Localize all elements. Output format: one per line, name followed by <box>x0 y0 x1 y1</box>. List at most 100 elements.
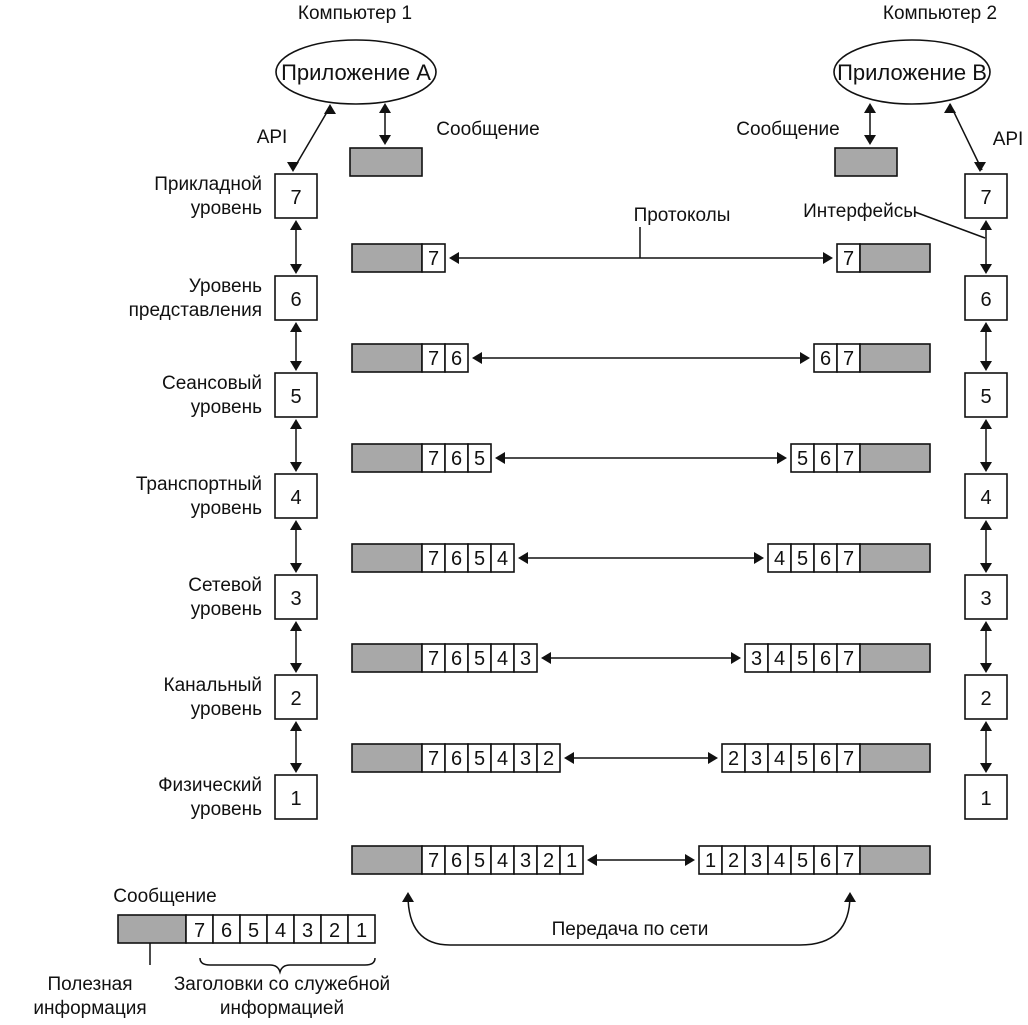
legend-header-cell <box>320 914 349 944</box>
layer-num-left-1: 1 <box>290 788 301 810</box>
interface-arrow-right-7-head <box>980 220 992 230</box>
row-5-left-header-num: 4 <box>497 648 508 670</box>
layer-name-7: Прикладной <box>154 174 262 195</box>
row-4-right-header-num: 7 <box>843 548 854 570</box>
row-6-left-payload <box>351 743 423 773</box>
row-7-right-header-num: 7 <box>843 850 854 872</box>
message-payload-right <box>834 147 898 177</box>
interfaces-pointer <box>914 211 986 239</box>
layer-name-4: Транспортный <box>136 474 262 495</box>
legend-header-num: 1 <box>356 920 367 942</box>
row-6-right-header-num: 2 <box>728 748 739 770</box>
protocol-arrow-4-head <box>754 552 764 564</box>
layer-box-left-7 <box>274 173 318 219</box>
row-6-left-header-num: 6 <box>451 748 462 770</box>
layer-box-left-6 <box>274 275 318 321</box>
interface-arrow-right-6-head <box>980 322 992 332</box>
computer1-title: Компьютер 1 <box>298 3 412 24</box>
row-7-left-header-num: 4 <box>497 850 508 872</box>
row-3-left-header-cell <box>467 443 492 473</box>
row-3-right-header-num: 5 <box>797 448 808 470</box>
row-6-left-header-num: 7 <box>428 748 439 770</box>
layer-num-left-2: 2 <box>290 688 301 710</box>
interface-arrow-right-4-head <box>980 520 992 530</box>
row-2-right-header-num: 6 <box>820 348 831 370</box>
layer-box-left-4 <box>274 473 318 519</box>
legend-header-num: 2 <box>329 920 340 942</box>
row-4-right-header-num: 6 <box>820 548 831 570</box>
network-transfer-head-left <box>402 892 414 902</box>
protocol-arrow-6-head <box>564 752 574 764</box>
layer-name-7-line2: уровень <box>191 198 262 219</box>
row-6-left-header-num: 3 <box>520 748 531 770</box>
row-5-left-header-num: 7 <box>428 648 439 670</box>
row-3-left-header-num: 5 <box>474 448 485 470</box>
interface-arrow-right-5-head <box>980 462 992 472</box>
layer-num-right-4: 4 <box>980 487 991 509</box>
legend-headers-brace <box>199 957 376 975</box>
row-3-right-payload <box>859 443 931 473</box>
protocol-arrow-1-head <box>823 252 833 264</box>
row-7-left-header-num: 7 <box>428 850 439 872</box>
arrow-appB-message-head <box>864 103 876 113</box>
protocols-label: Протоколы <box>634 205 731 226</box>
row-4-right-payload <box>859 543 931 573</box>
layer-num-left-6: 6 <box>290 289 301 311</box>
layer-num-right-6: 6 <box>980 289 991 311</box>
layer-name-2: Канальный <box>164 675 262 696</box>
layer-name-4-line2: уровень <box>191 498 262 519</box>
row-6-left-header-cell <box>536 743 561 773</box>
arrow-api-left <box>292 106 331 171</box>
legend-header-cell <box>347 914 376 944</box>
layer-box-right-2 <box>964 674 1008 720</box>
interface-arrow-left-6-head <box>290 361 302 371</box>
api-right-label: API <box>993 129 1024 150</box>
layer-box-right-5 <box>964 372 1008 418</box>
api-left-label: API <box>257 127 288 148</box>
legend-header-num: 5 <box>248 920 259 942</box>
protocol-arrow-6-head <box>708 752 718 764</box>
interface-arrow-right-5-head <box>980 419 992 429</box>
arrow-api-left-head2 <box>324 104 336 114</box>
layer-box-left-3 <box>274 574 318 620</box>
row-6-right-header-num: 6 <box>820 748 831 770</box>
protocol-arrow-3-head <box>777 452 787 464</box>
row-6-left-header-num: 5 <box>474 748 485 770</box>
row-2-left-payload <box>351 343 423 373</box>
interface-arrow-left-4-head <box>290 563 302 573</box>
row-1-right-payload <box>859 243 931 273</box>
row-4-left-header-cell <box>490 543 515 573</box>
layer-num-left-5: 5 <box>290 386 301 408</box>
legend-headers-label-line2: информацией <box>220 998 344 1019</box>
layer-name-2-line2: уровень <box>191 699 262 720</box>
layer-name-1-line2: уровень <box>191 799 262 820</box>
app-b-label: Приложение В <box>837 60 987 85</box>
row-1-right-header-num: 7 <box>843 248 854 270</box>
layer-num-left-3: 3 <box>290 588 301 610</box>
protocol-arrow-3-head <box>495 452 505 464</box>
layer-box-right-7 <box>964 173 1008 219</box>
layer-box-left-1 <box>274 774 318 820</box>
row-4-right-header-num: 5 <box>797 548 808 570</box>
row-4-left-header-num: 7 <box>428 548 439 570</box>
row-7-right-header-num: 6 <box>820 850 831 872</box>
layer-num-left-4: 4 <box>290 487 301 509</box>
app-a-ellipse <box>275 39 437 105</box>
row-7-right-header-num: 3 <box>751 850 762 872</box>
layer-name-6: Уровень <box>189 276 262 297</box>
message-right-label: Сообщение <box>736 119 839 140</box>
interfaces-label: Интерфейсы <box>803 201 917 222</box>
interface-arrow-right-2-head <box>980 763 992 773</box>
row-7-right-header-num: 1 <box>705 850 716 872</box>
interface-arrow-right-7-head <box>980 264 992 274</box>
row-3-right-header-num: 7 <box>843 448 854 470</box>
interface-arrow-left-2-head <box>290 763 302 773</box>
interface-arrow-right-3-head <box>980 663 992 673</box>
interface-arrow-left-7-head <box>290 220 302 230</box>
layer-box-right-1 <box>964 774 1008 820</box>
legend-header-num: 3 <box>302 920 313 942</box>
row-5-left-header-num: 6 <box>451 648 462 670</box>
row-3-left-header-num: 7 <box>428 448 439 470</box>
row-4-left-header-num: 6 <box>451 548 462 570</box>
